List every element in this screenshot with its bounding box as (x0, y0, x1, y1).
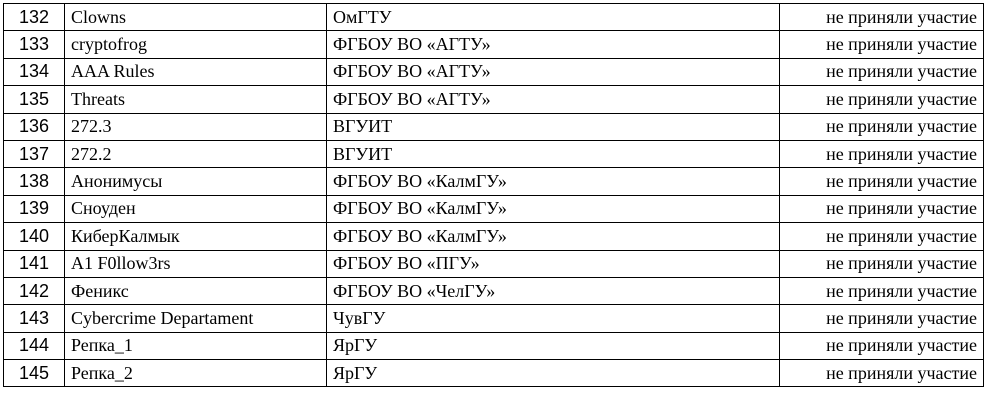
organization: ФГБОУ ВО «ПГУ» (326, 249, 780, 278)
table-row: 138 Анонимусы ФГБОУ ВО «КалмГУ» не приня… (3, 167, 984, 196)
organization: ЯрГУ (326, 331, 780, 361)
table-row: 145 Репка_2 ЯрГУ не приняли участие (3, 359, 984, 388)
organization: ФГБОУ ВО «АГТУ» (326, 57, 780, 87)
team-name: Репка_1 (64, 331, 327, 361)
table-row: 139 Сноуден ФГБОУ ВО «КалмГУ» не приняли… (3, 194, 984, 224)
participation-status: не приняли участие (779, 57, 984, 87)
row-number: 140 (3, 222, 65, 251)
participation-status: не приняли участие (779, 359, 984, 388)
participation-status: не приняли участие (779, 30, 984, 59)
row-number: 141 (3, 249, 65, 278)
organization: ЯрГУ (326, 359, 780, 388)
table-row: 144 Репка_1 ЯрГУ не приняли участие (3, 331, 984, 361)
row-number: 144 (3, 331, 65, 361)
organization: ОмГТУ (326, 2, 780, 32)
organization: ВГУИТ (326, 139, 780, 169)
table-row: 135 Threats ФГБОУ ВО «АГТУ» не приняли у… (3, 85, 984, 114)
row-number: 138 (3, 167, 65, 196)
table-row: 137 272.2 ВГУИТ не приняли участие (3, 139, 984, 169)
organization: ФГБОУ ВО «ЧелГУ» (326, 276, 780, 306)
participation-status: не приняли участие (779, 276, 984, 306)
team-name: Clowns (64, 2, 327, 32)
participation-status: не приняли участие (779, 331, 984, 361)
participation-status: не приняли участие (779, 304, 984, 333)
participation-status: не приняли участие (779, 167, 984, 196)
organization: ФГБОУ ВО «КалмГУ» (326, 222, 780, 251)
row-number: 145 (3, 359, 65, 388)
team-name: AAA Rules (64, 57, 327, 87)
participation-status: не приняли участие (779, 139, 984, 169)
participation-status: не приняли участие (779, 85, 984, 114)
table-row: 142 Феникс ФГБОУ ВО «ЧелГУ» не приняли у… (3, 276, 984, 306)
team-name: КиберКалмык (64, 222, 327, 251)
row-number: 134 (3, 57, 65, 87)
team-name: Феникс (64, 276, 327, 306)
table-row: 134 AAA Rules ФГБОУ ВО «АГТУ» не приняли… (3, 57, 984, 87)
row-number: 132 (3, 2, 65, 32)
table-row: 132 Clowns ОмГТУ не приняли участие (3, 2, 984, 32)
participation-status: не приняли участие (779, 249, 984, 278)
participation-status: не приняли участие (779, 2, 984, 32)
team-name: Репка_2 (64, 359, 327, 388)
participation-status: не приняли участие (779, 194, 984, 224)
table-row: 140 КиберКалмык ФГБОУ ВО «КалмГУ» не при… (3, 222, 984, 251)
team-name: Threats (64, 85, 327, 114)
results-table-body: 132 Clowns ОмГТУ не приняли участие 133 … (3, 2, 984, 388)
row-number: 136 (3, 112, 65, 141)
results-table: 132 Clowns ОмГТУ не приняли участие 133 … (3, 2, 984, 388)
participation-status: не приняли участие (779, 222, 984, 251)
team-name: Cybercrime Departament (64, 304, 327, 333)
team-name: Сноуден (64, 194, 327, 224)
team-name: 272.2 (64, 139, 327, 169)
organization: ФГБОУ ВО «АГТУ» (326, 30, 780, 59)
team-name: cryptofrog (64, 30, 327, 59)
organization: ФГБОУ ВО «АГТУ» (326, 85, 780, 114)
organization: ФГБОУ ВО «КалмГУ» (326, 194, 780, 224)
row-number: 135 (3, 85, 65, 114)
organization: ЧувГУ (326, 304, 780, 333)
row-number: 133 (3, 30, 65, 59)
row-number: 142 (3, 276, 65, 306)
team-name: 272.3 (64, 112, 327, 141)
row-number: 143 (3, 304, 65, 333)
team-name: A1 F0llow3rs (64, 249, 327, 278)
row-number: 139 (3, 194, 65, 224)
table-row: 133 cryptofrog ФГБОУ ВО «АГТУ» не принял… (3, 30, 984, 59)
row-number: 137 (3, 139, 65, 169)
organization: ВГУИТ (326, 112, 780, 141)
organization: ФГБОУ ВО «КалмГУ» (326, 167, 780, 196)
table-row: 136 272.3 ВГУИТ не приняли участие (3, 112, 984, 141)
table-row: 141 A1 F0llow3rs ФГБОУ ВО «ПГУ» не приня… (3, 249, 984, 278)
team-name: Анонимусы (64, 167, 327, 196)
table-row: 143 Cybercrime Departament ЧувГУ не прин… (3, 304, 984, 333)
participation-status: не приняли участие (779, 112, 984, 141)
